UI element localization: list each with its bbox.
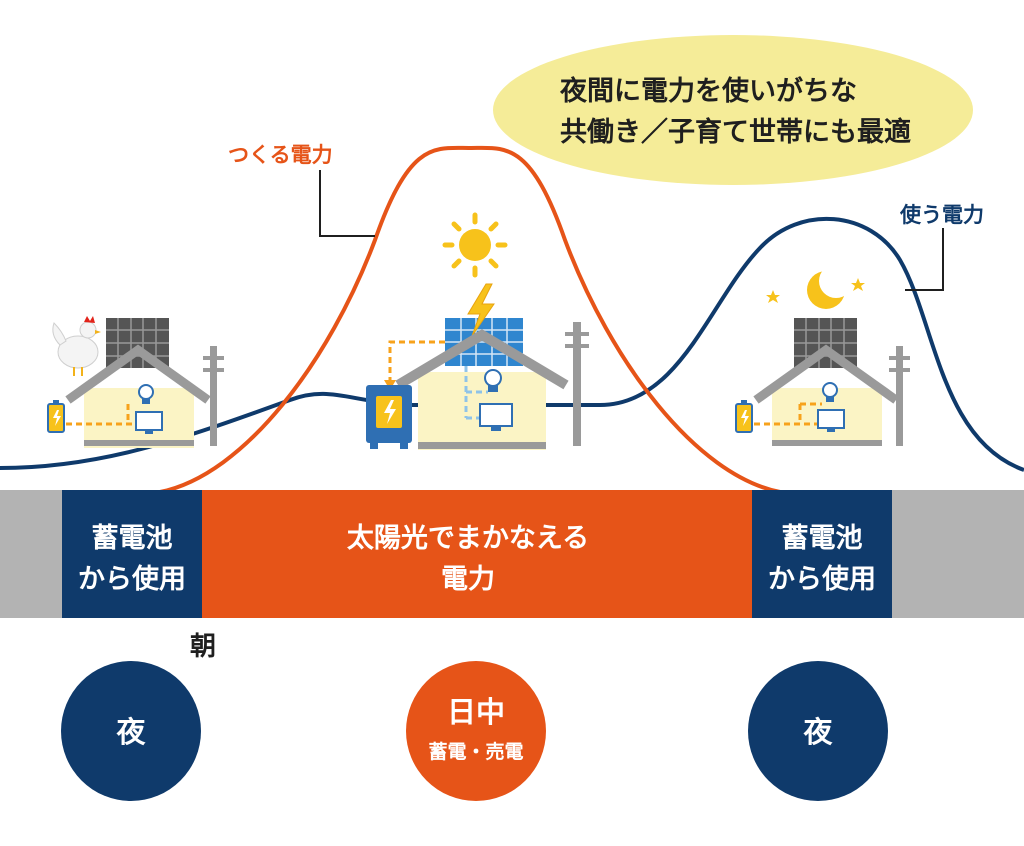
monitor-icon [135,411,163,434]
callout-ellipse [493,35,973,185]
right-night-label: 夜 [802,715,833,749]
timeline-gray-right [892,490,1024,618]
produced-power-label: つくる電力 [228,143,333,167]
timeline-solar [202,490,752,618]
lightning-icon [467,283,495,337]
daytime-title: 日中 [447,695,505,729]
callout-line-2: 共働き／子育て世帯にも最適 [560,116,911,148]
right-battery-line-1: 蓄電池 [782,523,863,554]
left-night-label: 夜 [115,715,146,749]
produced-power-curve [159,145,781,494]
left-battery-line-1: 蓄電池 [92,523,173,554]
timeline-band: 蓄電池 から使用 太陽光でまかなえる 電力 蓄電池 から使用 [0,490,1024,618]
sun-icon [442,212,508,278]
daytime-sub: 蓄電・売電 [428,740,523,763]
moon-icon [807,264,853,309]
left-night-circle: 夜 [61,661,201,801]
rooster-icon [52,316,101,376]
morning-label: 朝 [190,631,216,662]
callout-bubble: 夜間に電力を使いがちな 共働き／子育て世帯にも最適 [493,35,973,185]
solar-panel-icon [106,318,169,368]
solar-panel-icon [794,318,857,368]
solar-line-2: 電力 [441,564,495,595]
left-house [47,316,224,448]
lightbulb-icon [822,382,838,402]
left-battery-line-2: から使用 [78,564,186,595]
center-house [366,212,589,450]
utility-pole-icon [565,322,589,446]
right-night-circle: 夜 [748,661,888,801]
lightbulb-icon [138,384,154,404]
right-battery-line-2: から使用 [768,564,876,595]
right-house [735,264,910,446]
callout-line-1: 夜間に電力を使いがちな [559,75,857,107]
produced-power-leader [319,170,375,237]
utility-pole-icon [203,346,224,446]
used-power-leader [905,228,944,291]
battery-icon [735,400,753,433]
used-power-label: 使う電力 [899,203,984,227]
timeline-gray-left [0,490,62,618]
storage-battery-icon [366,385,412,449]
monitor-icon [817,409,845,432]
utility-pole-icon [889,346,910,446]
timeline-left-battery [62,490,202,618]
solar-line-1: 太陽光でまかなえる [347,523,589,554]
daytime-circle: 日中 蓄電・売電 [406,661,546,801]
lightbulb-icon [484,369,502,392]
battery-icon [47,400,65,433]
star-icon [766,290,780,303]
star-icon [851,278,865,291]
monitor-icon [479,403,513,431]
timeline-right-battery [752,490,892,618]
used-power-curve [0,216,1024,472]
